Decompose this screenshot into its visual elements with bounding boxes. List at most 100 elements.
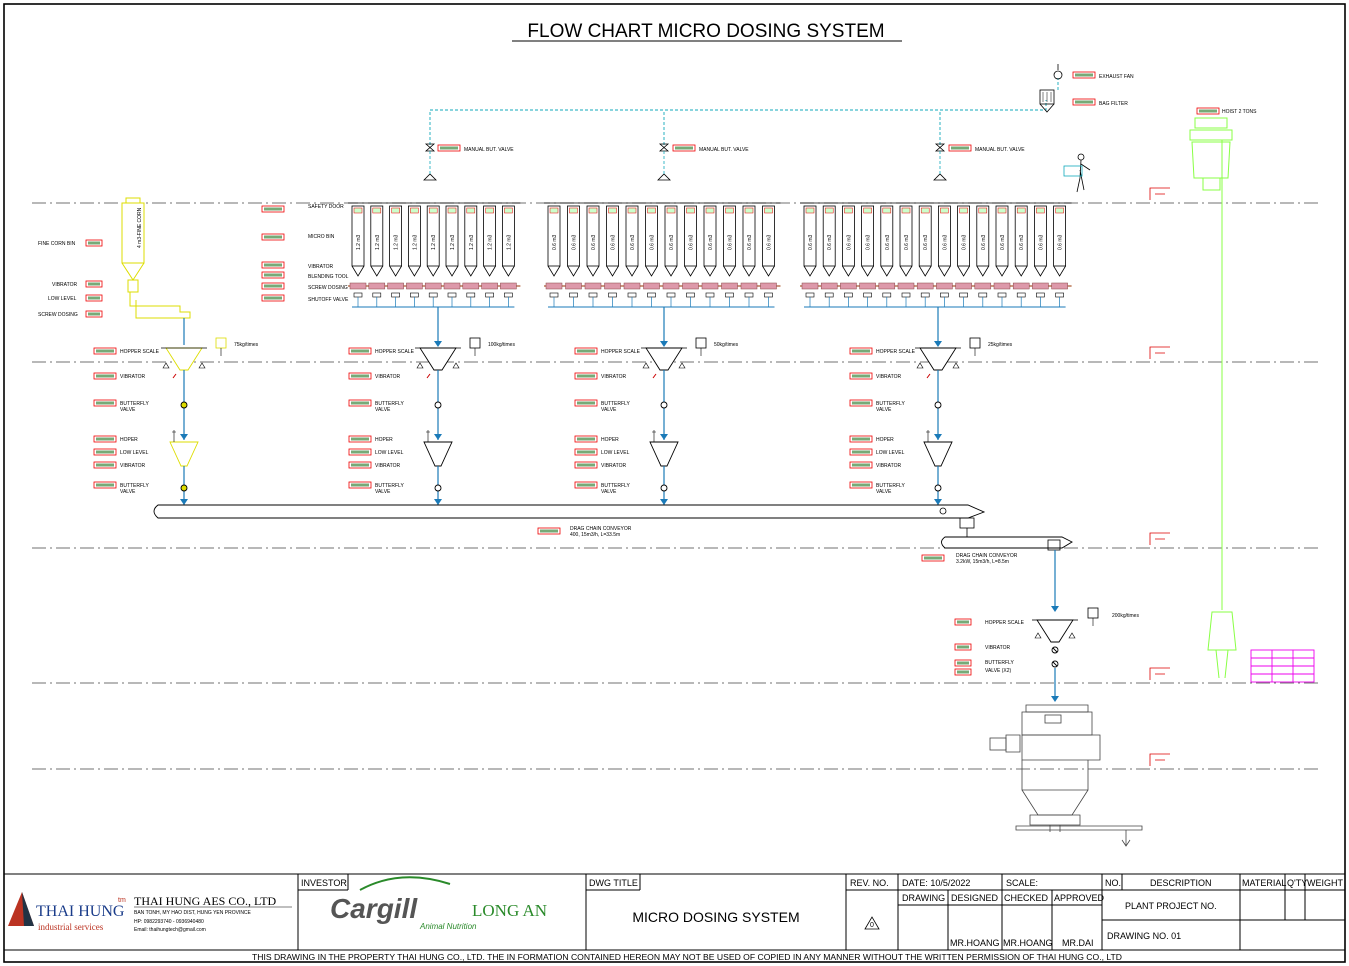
hopper-scale xyxy=(641,347,687,379)
shutoff-valve-label: SHUTOFF VALVE xyxy=(308,297,349,303)
micro-bin: 0.6 m3 xyxy=(1032,205,1049,307)
micro-bin-volume: 0.6 m3 xyxy=(1000,234,1006,250)
checker-name: MR.HOANG xyxy=(1003,938,1053,948)
title-block xyxy=(4,873,1345,951)
hopper-scale xyxy=(915,347,961,379)
butterfly-valve xyxy=(180,401,188,409)
micro-bin-volume: 0.6 m3 xyxy=(923,234,929,250)
footer-notice: THIS DRAWING IN THE PROPERTY THAI HUNG C… xyxy=(252,952,1122,962)
micro-bin-volume: 0.6 m3 xyxy=(689,234,695,250)
fine-corn-bin xyxy=(121,197,191,330)
micro-bin: 1.2 m3 xyxy=(368,205,386,307)
micro-bin-volume: 1.2 m3 xyxy=(450,234,456,250)
exhaust-fan xyxy=(1053,64,1063,80)
company-phone: HP: 0982293740 - 0936940480 xyxy=(134,919,204,925)
company-name: THAI HUNG AES CO., LTD xyxy=(134,894,277,908)
micro-bin: 0.6 m3 xyxy=(682,205,699,307)
component-label: VALVE xyxy=(876,407,892,413)
micro-bin-volume: 0.6 m3 xyxy=(747,234,753,250)
component-label: BUTTERFLY xyxy=(375,483,404,489)
component-label: BUTTERFLY xyxy=(601,401,630,407)
pallet xyxy=(1250,649,1315,683)
component-label: BUTTERFLY xyxy=(120,483,149,489)
hopper-scale xyxy=(415,347,461,379)
component-label: VIBRATOR xyxy=(876,374,901,380)
hopper-capacity: 50kg/times xyxy=(714,342,739,348)
butterfly-valve xyxy=(934,401,942,409)
micro-bin-volume: 1.2 m3 xyxy=(488,234,494,250)
thai-hung-tm: tm xyxy=(118,897,126,904)
micro-bin: 0.6 m3 xyxy=(801,205,819,307)
micro-bin: 0.6 m3 xyxy=(760,205,777,307)
micro-bin-volume: 0.6 m3 xyxy=(708,234,714,250)
component-label: VIBRATOR xyxy=(120,374,145,380)
investor-sub: Animal Nutrition xyxy=(419,922,477,931)
final-valve-label: VALVE (X2) xyxy=(985,668,1012,674)
component-label: HOPPER SCALE xyxy=(120,349,160,355)
component-label: VIBRATOR xyxy=(601,374,626,380)
micro-bin-volume: 1.2 m3 xyxy=(394,234,400,250)
drag-chain-conveyor-1 xyxy=(153,504,986,538)
micro-bin: 0.6 m3 xyxy=(623,205,641,307)
micro-bin-volume: 0.6 m3 xyxy=(904,234,910,250)
micro-bin-volume: 0.6 m3 xyxy=(572,234,578,250)
micro-bin: 1.2 m3 xyxy=(349,205,367,307)
micro-bin-volume: 0.6 m3 xyxy=(885,234,891,250)
micro-bin-volume: 1.2 m3 xyxy=(412,234,418,250)
manual-valve-label-2: MANUAL BUT. VALVE xyxy=(699,147,749,153)
component-label: VALVE xyxy=(876,489,892,495)
micro-bin: 0.6 m3 xyxy=(565,205,582,307)
micro-bin: 0.6 m3 xyxy=(662,205,680,307)
micro-bin-volume: 0.6 m3 xyxy=(846,234,852,250)
drawing-no-label: DRAWING NO. 01 xyxy=(1107,931,1181,941)
micro-bin: 0.6 m3 xyxy=(955,205,972,307)
micro-bin-volume: 0.6 m3 xyxy=(630,234,636,250)
micro-bin: 1.2 m3 xyxy=(481,205,498,307)
final-hopper-scale xyxy=(1031,607,1099,702)
hoper xyxy=(649,430,679,467)
micro-bin: 0.6 m3 xyxy=(1012,205,1030,307)
component-label: BUTTERFLY xyxy=(120,401,149,407)
micro-bin: 0.6 m3 xyxy=(820,205,838,307)
micro-bin: 1.2 m3 xyxy=(387,205,404,307)
micro-bin-volume: 0.6 m3 xyxy=(1058,234,1064,250)
drawing-title: FLOW CHART MICRO DOSING SYSTEM xyxy=(527,21,884,42)
micro-bin-volume: 1.2 m3 xyxy=(375,234,381,250)
micro-bin-volume: 1.2 m3 xyxy=(469,234,475,250)
component-label: VIBRATOR xyxy=(120,463,145,469)
fine-corn-bin-label: FINE CORN BIN xyxy=(38,241,76,247)
micro-bin-volume: 0.6 m3 xyxy=(962,234,968,250)
component-label: VIBRATOR xyxy=(375,374,400,380)
component-label: VIBRATOR xyxy=(375,463,400,469)
manual-valve-label-1: MANUAL BUT. VALVE xyxy=(464,147,514,153)
bin-group-2: 0.6 m3 0.6 m3 0.6 m3 0.6 m3 0.6 m3 0.6 m3 0.6 … xyxy=(544,202,781,308)
micro-bin-volume: 0.6 m3 xyxy=(942,234,948,250)
micro-bin-volume: 0.6 m3 xyxy=(866,234,872,250)
description-label: DESCRIPTION xyxy=(1150,878,1212,888)
hopper-capacity: 75kg/times xyxy=(234,342,259,348)
micro-bin: 0.6 m3 xyxy=(604,205,621,307)
left-vibrator-label: VIBRATOR xyxy=(52,282,77,288)
micro-bin: 0.6 m3 xyxy=(740,205,758,307)
component-label: BUTTERFLY xyxy=(375,401,404,407)
component-label: VIBRATOR xyxy=(601,463,626,469)
hopper-capacity: 25kg/times xyxy=(988,342,1013,348)
micro-bin-volume: 0.6 m3 xyxy=(1038,234,1044,250)
micro-bin-volume: 0.6 m3 xyxy=(669,234,675,250)
rev-no-label: REV. NO. xyxy=(850,878,889,888)
checked-label: CHECKED xyxy=(1004,893,1049,903)
company-address: BAN TONH, MY HAO DIST, HUNG YEN PROVINCE xyxy=(134,910,252,916)
conveyor-1-name: DRAG CHAIN CONVEYOR xyxy=(570,526,632,532)
micro-bin: 1.2 m3 xyxy=(406,205,423,307)
approved-label: APPROVED xyxy=(1054,893,1105,903)
component-label: VALVE xyxy=(601,407,617,413)
level-markers xyxy=(1149,187,1170,766)
micro-bin: 1.2 m3 xyxy=(462,205,480,307)
plant-project-label: PLANT PROJECT NO. xyxy=(1125,901,1217,911)
final-capacity: 200kg/times xyxy=(1112,613,1139,619)
micro-bin-volume: 0.6 m3 xyxy=(981,234,987,250)
